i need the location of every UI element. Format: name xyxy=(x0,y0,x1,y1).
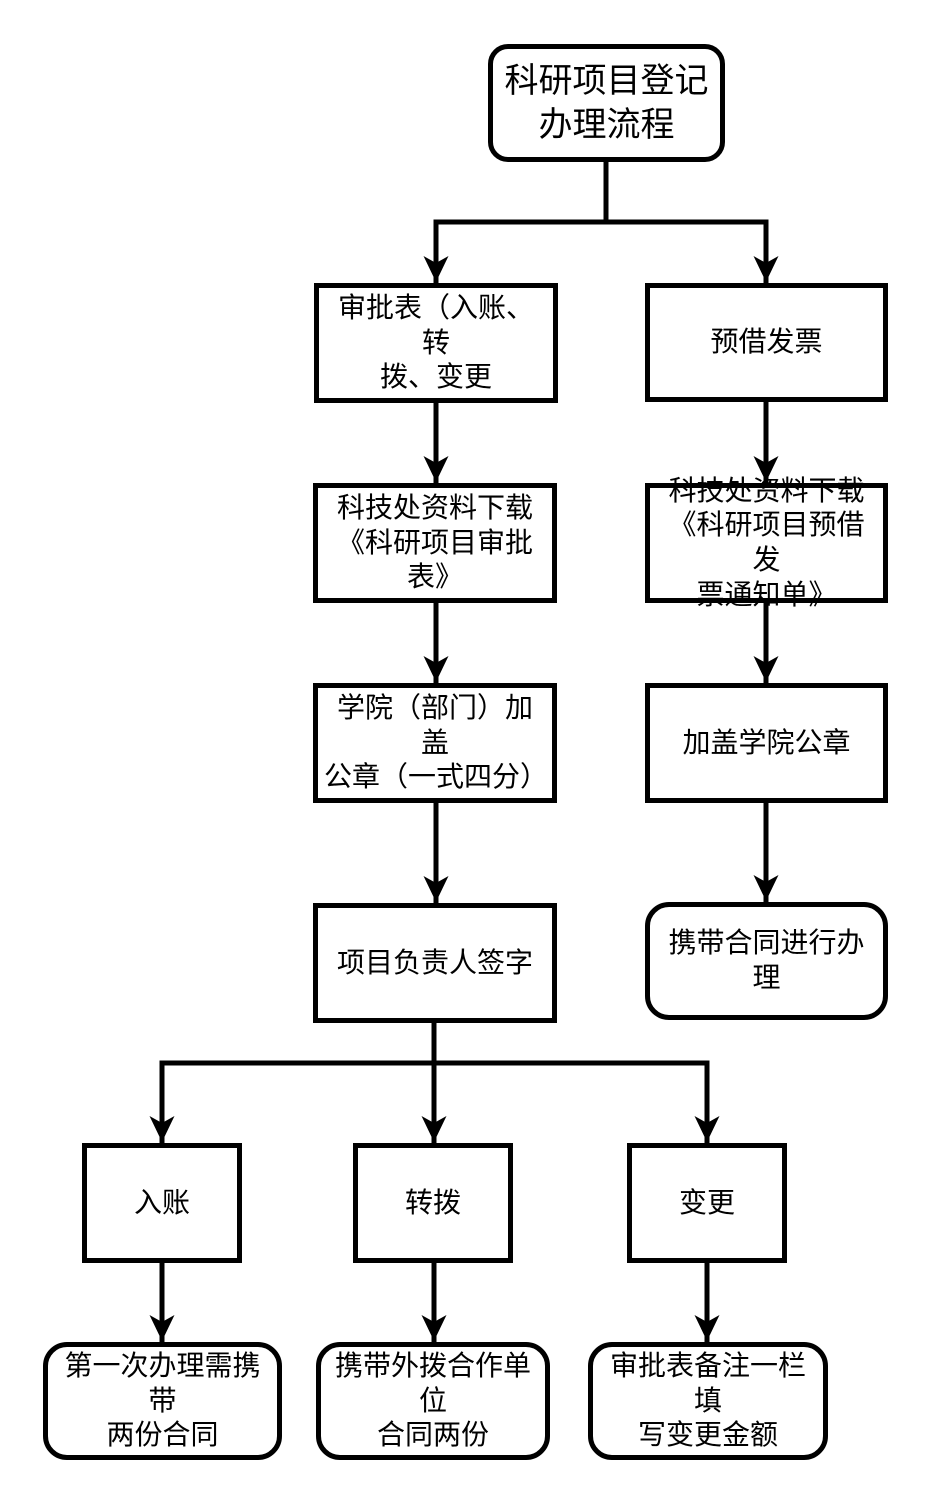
node-terminal-entry-contracts: 第一次办理需携带 两份合同 xyxy=(43,1342,282,1460)
node-approval-form: 审批表（入账、转 拨、变更 xyxy=(314,283,558,403)
node-advance-invoice: 预借发票 xyxy=(645,283,888,402)
node-terminal-change-amount: 审批表备注一栏填 写变更金额 xyxy=(588,1342,828,1460)
node-download-approval-form: 科技处资料下载 《科研项目审批 表》 xyxy=(313,483,557,603)
node-terminal-transfer-contracts: 携带外拨合作单位 合同两份 xyxy=(316,1342,550,1460)
node-change: 变更 xyxy=(627,1143,787,1263)
node-stamp-college-seal: 加盖学院公章 xyxy=(645,683,888,803)
node-bring-contract: 携带合同进行办理 xyxy=(645,902,888,1020)
node-leader-signature: 项目负责人签字 xyxy=(313,903,557,1023)
node-entry-account: 入账 xyxy=(82,1143,242,1263)
node-start-title: 科研项目登记 办理流程 xyxy=(488,44,725,162)
node-stamp-department-seal: 学院（部门）加盖 公章（一式四分） xyxy=(313,683,557,803)
node-transfer: 转拨 xyxy=(353,1143,513,1263)
node-download-invoice-notice: 科技处资料下载 《科研项目预借发 票通知单》 xyxy=(645,475,888,610)
